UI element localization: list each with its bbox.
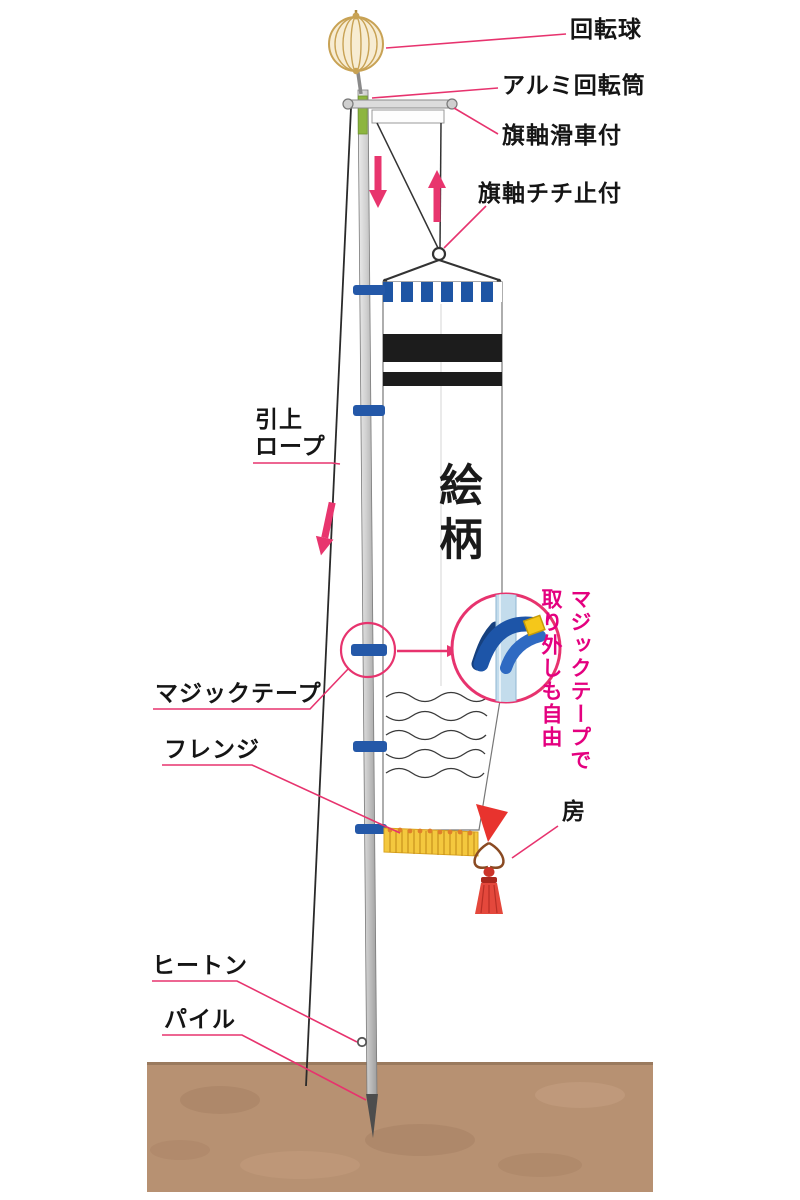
arrow-down-rope [315,501,336,556]
label-hoist-rope-line2: ロープ [255,433,326,459]
label-shaft-chichi: 旗軸チチ止付 [478,180,622,206]
rotating-ball [328,10,384,95]
chichi-ring [431,246,447,262]
pole-spike-tip [366,1094,378,1138]
label-shaft-pulley: 旗軸滑車付 [502,122,622,148]
banner-design-text: 絵柄 [432,462,481,570]
fringe [383,827,479,857]
crossbar [342,98,458,124]
eye-hook-ring [356,1036,368,1048]
arrow-up-banner [428,170,446,222]
leader-lines [152,33,567,1101]
tassel-cord [473,841,505,870]
hoist-rope [305,107,352,1087]
label-magic-tape: マジックテープ [155,680,322,706]
velcro-tab-circled [351,644,387,656]
magic-tape-note-line1: マジックテープで [568,588,591,772]
label-tassel: 房 [562,798,586,824]
label-hoist-rope: 引上 ロープ [255,406,326,460]
label-eye-hook: ヒートン [152,952,248,978]
label-aluminum-cylinder: アルミ回転筒 [502,72,646,98]
label-rotating-ball: 回転球 [570,16,642,42]
label-hoist-rope-line1: 引上 [255,406,303,432]
fringe-dots [387,827,473,836]
label-fringe: フレンジ [164,736,260,762]
ground [147,1062,653,1192]
banner-top-band [383,282,502,302]
banner-hanger [376,122,502,284]
hanger-board [371,109,445,124]
banner-folds [385,691,489,779]
banner-stripe-thin [383,372,502,386]
velcro-yellow-tab [522,614,546,637]
red-pennant [476,804,508,842]
pole-green-sleeve [357,95,368,135]
highlight-circle [339,621,397,679]
arrow-down-left-of-banner [369,156,387,208]
magnifier-callout [339,592,562,704]
magnifier-contents [471,594,546,702]
banner-stripe-thick [383,334,502,362]
label-pile: パイル [164,1006,236,1032]
pulley-left [342,98,354,110]
tassel-assembly [473,804,508,914]
magic-tape-note-line2: 取り外しも自由 [539,588,562,749]
direction-arrows [315,156,446,556]
velcro-tabs [351,285,387,834]
main-pole [356,89,378,1138]
banner [382,281,503,831]
magic-tape-note: マジックテープで 取り外しも自由 [534,588,592,803]
pulley-right [446,98,458,110]
